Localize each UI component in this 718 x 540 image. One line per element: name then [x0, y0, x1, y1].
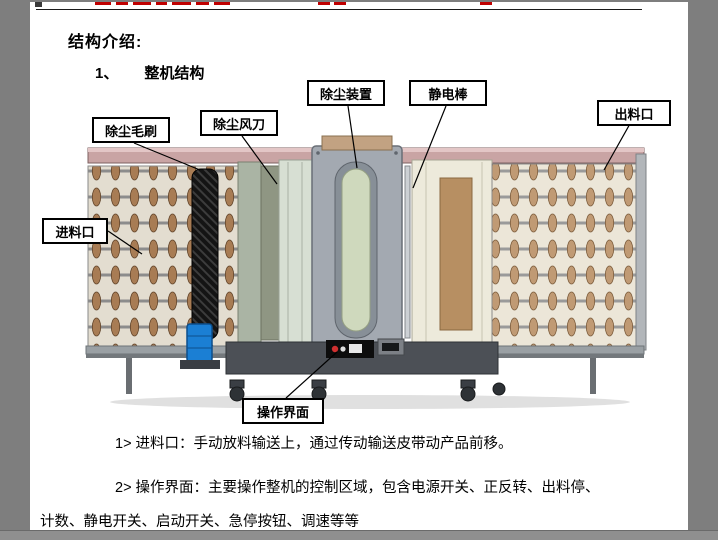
- page-corner-mark: [35, 2, 42, 7]
- machine-base: [225, 341, 499, 375]
- document-page: 结构介绍: 1、 整机结构: [30, 2, 688, 530]
- leader-air-knife: [241, 135, 278, 185]
- callout-dust-device-label: 除尘装置: [319, 86, 372, 102]
- air-knife-part: [237, 159, 313, 345]
- header-rule: [36, 9, 642, 10]
- top-beam: [87, 147, 645, 164]
- paragraph-inlet-desc: 1> 进料口：手动放料输送上，通过传动输送皮带动产品前移。: [115, 436, 513, 452]
- callout-dust-device: 除尘装置: [307, 80, 385, 106]
- callout-inlet-label: 进料口: [55, 224, 95, 240]
- leader-dust-brush: [133, 142, 201, 171]
- outlet-roller-section: [491, 163, 643, 347]
- leader-control-panel: [285, 351, 338, 399]
- static-bar-part: [404, 165, 411, 339]
- machine-shadow: [110, 395, 630, 409]
- callout-dust-brush: 除尘毛刷: [92, 117, 170, 143]
- callout-static-bar: 静电棒: [409, 80, 487, 106]
- leader-static-bar: [412, 105, 447, 189]
- callout-outlet: 出料口: [597, 100, 671, 126]
- inlet-roller-section: [87, 165, 239, 349]
- control-panel-part: [326, 338, 405, 358]
- window-bottom-bar: [0, 530, 718, 540]
- section-heading: 1、 整机结构: [95, 62, 204, 83]
- dust-device-part: [311, 135, 403, 371]
- callout-inlet: 进料口: [42, 218, 108, 244]
- page-title: 结构介绍:: [68, 34, 143, 51]
- dust-brush-part: [191, 168, 219, 340]
- leader-inlet: [107, 230, 143, 255]
- callout-leader-lines: [107, 105, 632, 399]
- paragraph-panel-desc: 2> 操作界面：主要操作整机的控制区域，包含电源开关、正反转、出料停、: [115, 480, 600, 496]
- leader-dust-device: [347, 105, 358, 169]
- callout-air-knife-label: 除尘风刀: [212, 116, 265, 132]
- callout-static-bar-label: 静电棒: [428, 86, 468, 102]
- right-panel: [411, 159, 493, 345]
- callout-air-knife: 除尘风刀: [200, 110, 278, 136]
- blue-drive-unit: [180, 323, 220, 369]
- paragraph-panel-desc-2: 计数、静电开关、启动开关、急停按钮、调速等等: [40, 514, 359, 530]
- section-number: 1、: [95, 65, 119, 82]
- section-title: 整机结构: [144, 65, 205, 82]
- callout-dust-brush-label: 除尘毛刷: [104, 123, 157, 139]
- callout-control-panel-label: 操作界面: [256, 404, 309, 420]
- leader-outlet: [603, 121, 632, 171]
- callout-control-panel: 操作界面: [242, 398, 324, 424]
- machine-body: [85, 135, 647, 409]
- callout-outlet-label: 出料口: [614, 106, 654, 122]
